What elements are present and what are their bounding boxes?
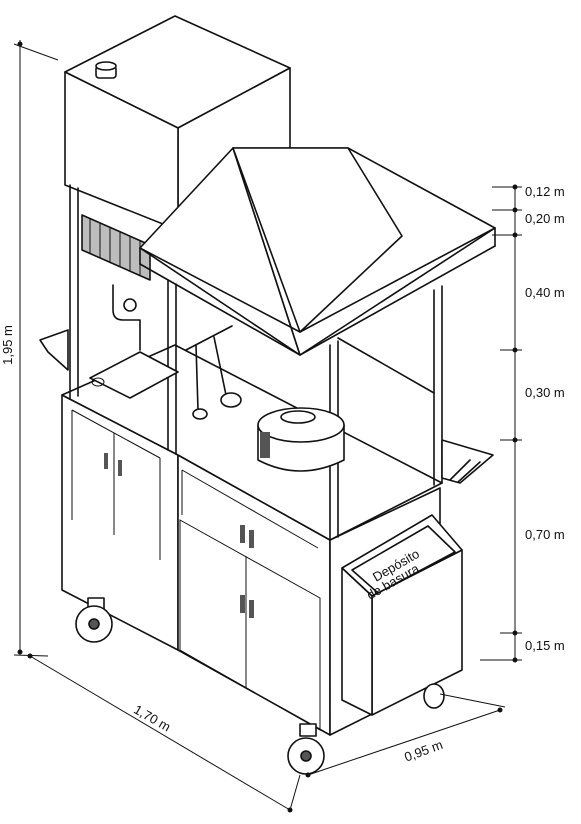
wheels bbox=[75, 597, 445, 775]
cart-body bbox=[39, 184, 494, 736]
wheel-front-left bbox=[75, 597, 113, 643]
label-seg-012: 0,12 m bbox=[525, 184, 565, 199]
trash-bin: Depósito de basura bbox=[341, 514, 463, 716]
dimension-lines bbox=[13, 40, 522, 813]
roof-canopy bbox=[139, 147, 496, 356]
label-length: 1,70 m bbox=[131, 702, 173, 735]
label-seg-030: 0,30 m bbox=[525, 385, 565, 400]
label-seg-040: 0,40 m bbox=[525, 285, 565, 300]
wheel-front-right bbox=[287, 723, 325, 775]
label-seg-020: 0,20 m bbox=[525, 211, 565, 226]
label-total-height: 1,95 m bbox=[0, 325, 15, 365]
label-seg-070: 0,70 m bbox=[525, 527, 565, 542]
wheel-back-right bbox=[423, 683, 445, 709]
label-seg-015: 0,15 m bbox=[525, 638, 565, 653]
